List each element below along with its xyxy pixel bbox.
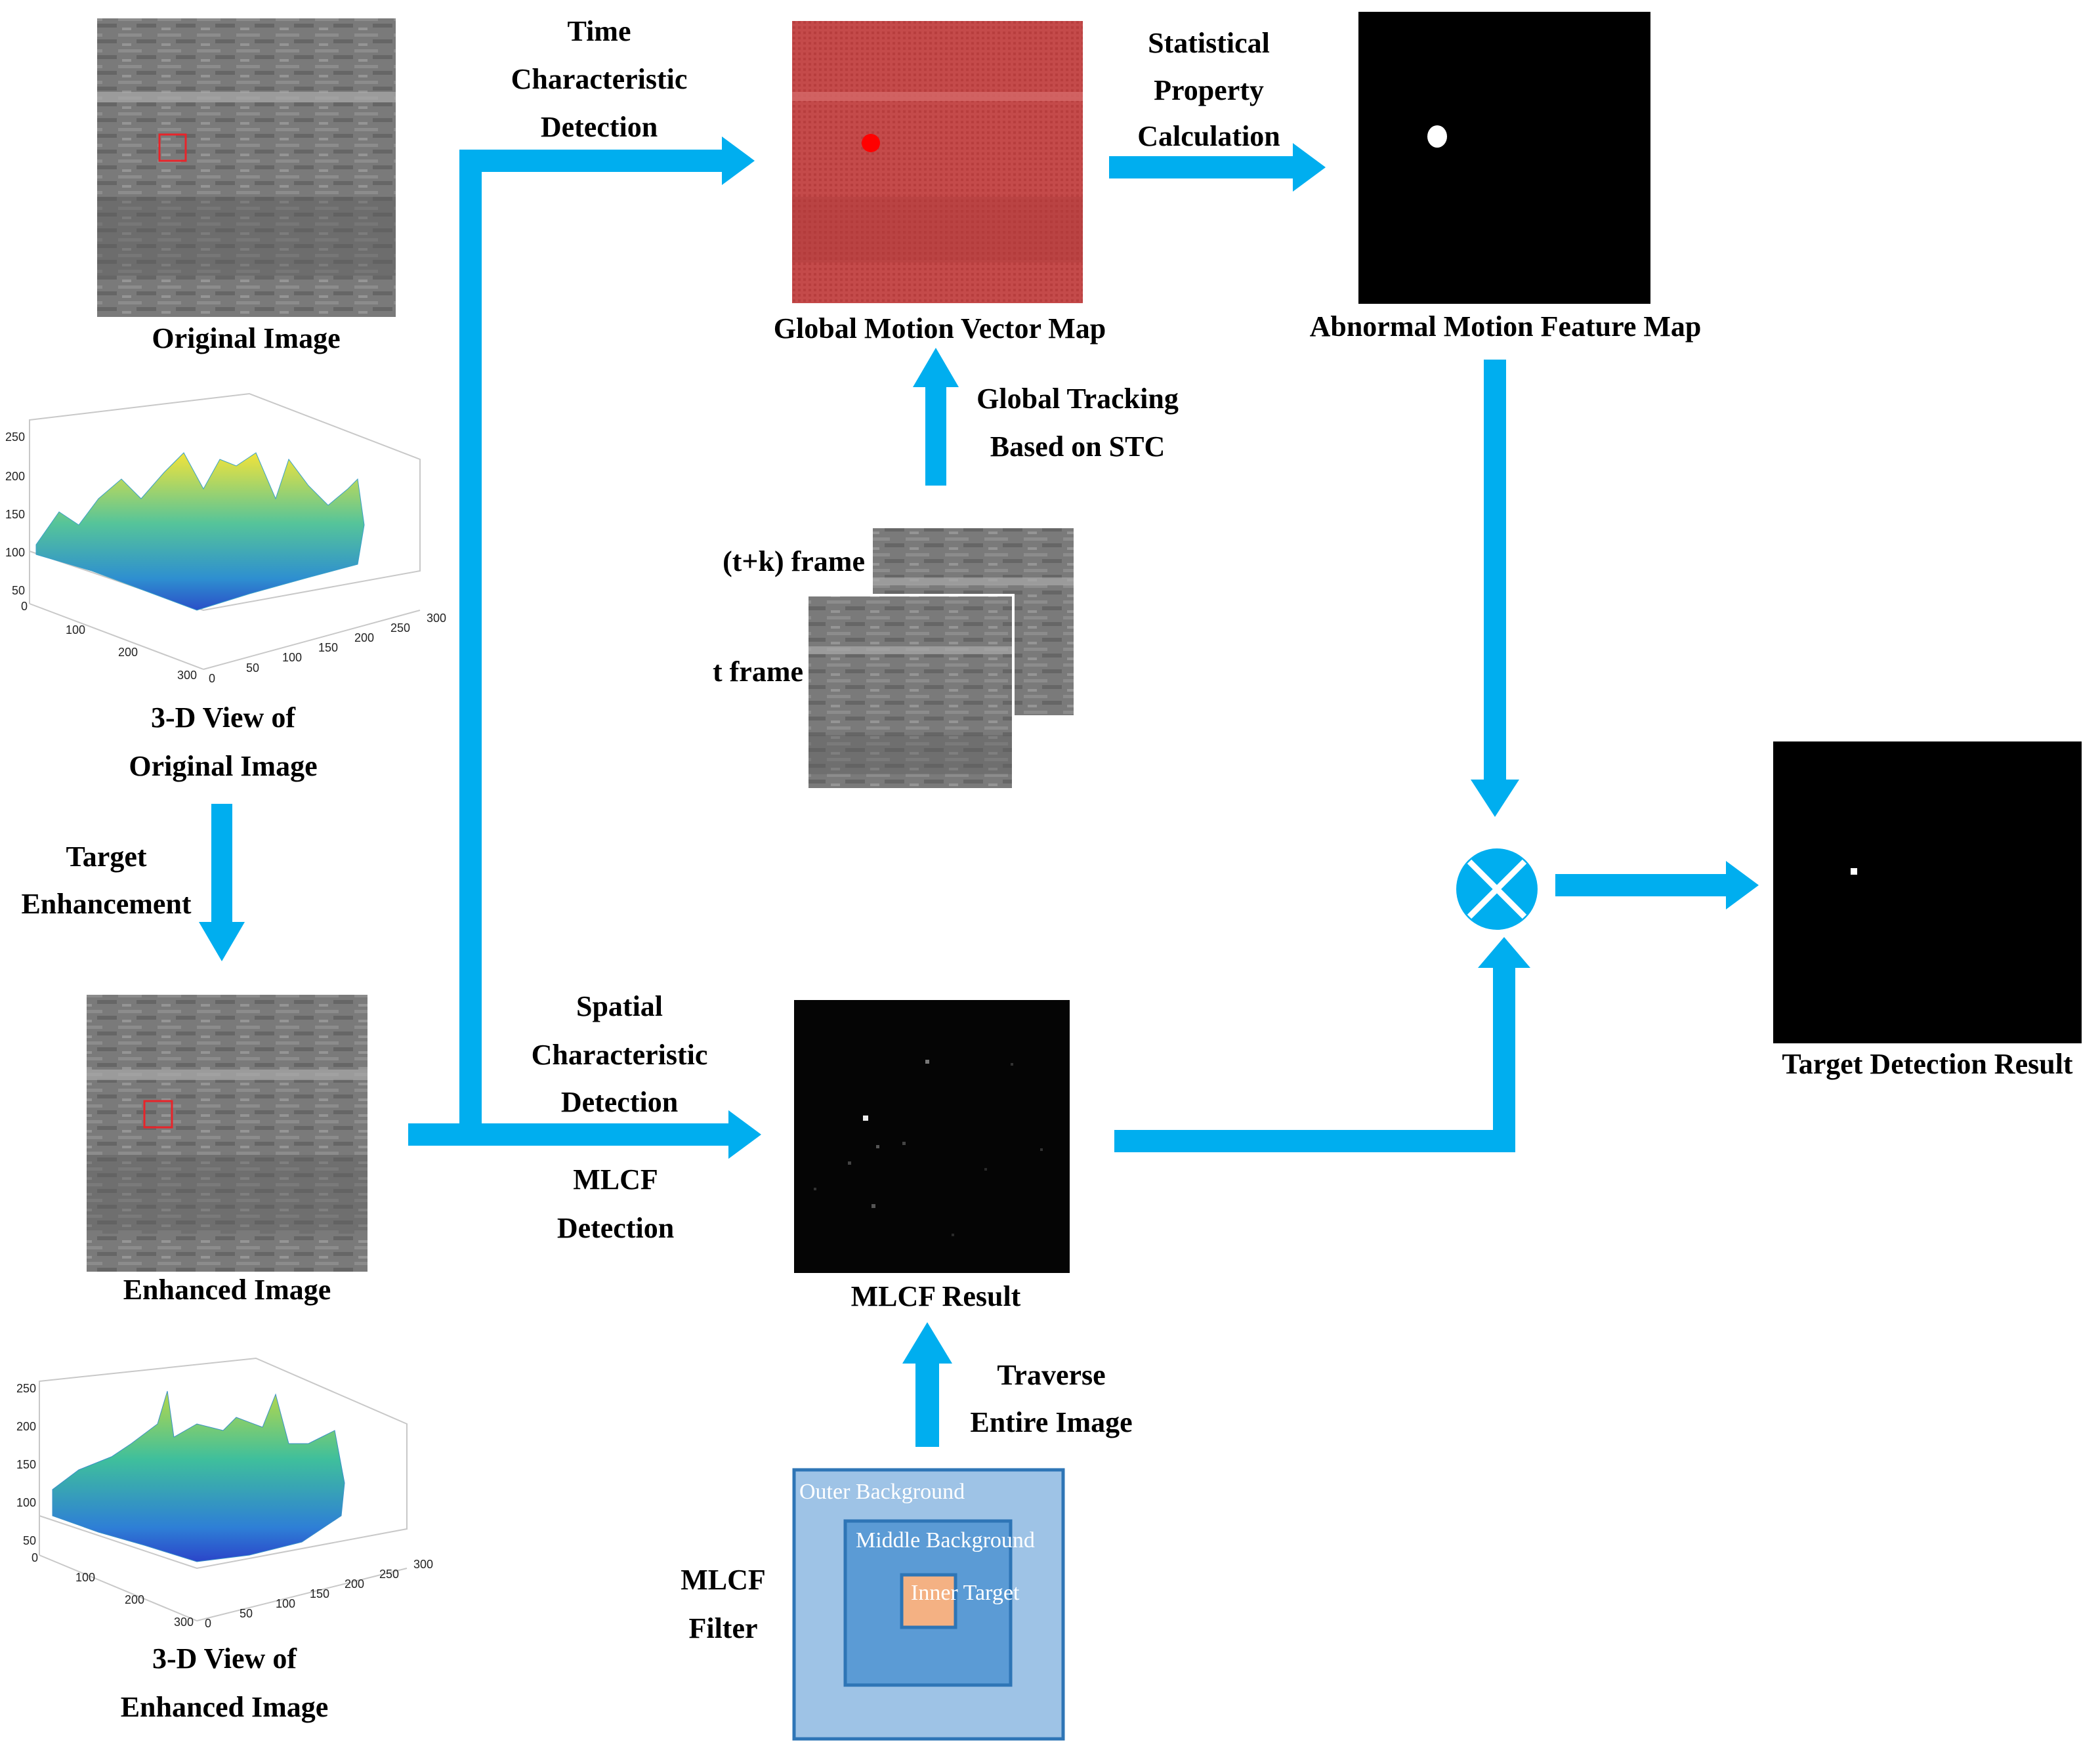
y-axis-ticks: 0 50 100 150 200 250 300	[209, 612, 446, 685]
statistical-calc-label-2: Property	[1154, 74, 1264, 106]
abnormal-blob	[1427, 125, 1447, 148]
filter-inner-target	[900, 1573, 957, 1629]
target-enhancement-label-1: Target	[66, 841, 146, 873]
mlcf-filter-label-1: MLCF	[681, 1564, 766, 1596]
svg-text:300: 300	[413, 1558, 433, 1571]
surface-plot-original: 250 200 150 100 50 0 100 200 300 0 50 10…	[5, 392, 446, 685]
svg-text:200: 200	[5, 470, 25, 483]
x-axis-ticks: 0 100 200 300	[21, 600, 197, 682]
svg-text:300: 300	[427, 612, 446, 625]
motion-target-dot	[862, 134, 880, 152]
svg-text:100: 100	[66, 623, 85, 636]
spatial-detection-label-1: Spatial	[576, 990, 663, 1022]
view3d-enhanced-label-2: Enhanced Image	[121, 1691, 329, 1723]
time-detection-label-2: Characteristic	[511, 63, 688, 95]
svg-text:0: 0	[209, 672, 215, 685]
arrow-global-tracking	[913, 348, 959, 486]
svg-text:200: 200	[354, 631, 374, 644]
target-box	[143, 1100, 173, 1129]
svg-text:50: 50	[12, 584, 25, 597]
svg-text:0: 0	[21, 600, 28, 613]
target-box	[158, 133, 187, 162]
time-detection-label-1: Time	[568, 15, 631, 47]
svg-text:100: 100	[282, 651, 302, 664]
traverse-label-1: Traverse	[997, 1359, 1105, 1391]
svg-text:100: 100	[276, 1597, 295, 1610]
svg-text:200: 200	[125, 1593, 144, 1606]
target-enhancement-label-2: Enhancement	[21, 888, 191, 920]
spatial-detection-label-2: Characteristic	[532, 1039, 708, 1071]
multiply-node	[1456, 848, 1538, 930]
svg-text:0: 0	[205, 1617, 211, 1630]
global-tracking-label-2: Based on STC	[990, 430, 1166, 463]
surface-plot-enhanced: 250 200 150 100 50 0 100 200 300 0 50 10…	[16, 1357, 433, 1630]
filter-outer-label: Outer Background	[799, 1480, 965, 1504]
arrow-traverse	[902, 1322, 952, 1447]
detected-target	[1851, 868, 1857, 875]
mlcf-result-label: MLCF Result	[851, 1280, 1021, 1312]
target-result-label: Target Detection Result	[1782, 1048, 2073, 1080]
frame-t	[806, 594, 1015, 791]
enhanced-image-label: Enhanced Image	[123, 1274, 331, 1306]
filter-middle-label: Middle Background	[856, 1528, 1035, 1553]
svg-text:150: 150	[318, 641, 338, 654]
view3d-original-label-2: Original Image	[129, 750, 317, 782]
mlcf-detection-label-1: MLCF	[573, 1163, 658, 1196]
svg-text:100: 100	[5, 546, 25, 559]
z-axis-ticks: 250 200 150 100 50	[5, 430, 25, 597]
mlcf-filter-diagram: Outer Background Middle Background Inner…	[792, 1468, 1065, 1741]
svg-text:200: 200	[118, 646, 138, 659]
statistical-calc-label-3: Calculation	[1137, 120, 1280, 152]
mlcf-detection-label-2: Detection	[557, 1212, 674, 1244]
svg-text:0: 0	[32, 1551, 38, 1564]
filter-inner-label: Inner Target	[911, 1581, 1020, 1605]
arrow-mlcf-to-multiply	[1114, 937, 1530, 1152]
svg-text:100: 100	[75, 1571, 95, 1584]
global-motion-vector-map	[792, 21, 1083, 303]
svg-text:200: 200	[345, 1577, 364, 1591]
mlcf-result-image	[794, 1000, 1070, 1273]
target-detection-result-image	[1773, 741, 2082, 1043]
svg-text:250: 250	[5, 430, 25, 444]
svg-text:100: 100	[16, 1496, 36, 1509]
original-image-label: Original Image	[152, 322, 340, 354]
arrow-abnormal-down	[1471, 360, 1519, 817]
svg-text:50: 50	[23, 1534, 36, 1547]
abnormal-map-label: Abnormal Motion Feature Map	[1310, 310, 1702, 343]
y-axis-ticks: 0 50 100 150 200 250 300	[205, 1558, 433, 1630]
time-detection-label-3: Detection	[541, 111, 658, 143]
svg-text:300: 300	[177, 669, 197, 682]
arrow-to-result	[1555, 861, 1759, 909]
traverse-label-2: Entire Image	[970, 1406, 1132, 1438]
svg-text:50: 50	[246, 661, 259, 675]
svg-text:250: 250	[16, 1382, 36, 1395]
original-image	[97, 18, 396, 317]
z-axis-ticks: 250 200 150 100 50	[16, 1382, 36, 1547]
arrow-time-detection	[459, 136, 755, 1146]
global-tracking-label-1: Global Tracking	[976, 383, 1179, 415]
global-motion-map-label: Global Motion Vector Map	[774, 312, 1106, 344]
svg-text:250: 250	[390, 621, 410, 635]
arrow-target-enhancement	[199, 804, 245, 961]
view3d-original-label-1: 3-D View of	[151, 701, 296, 734]
mlcf-filter-label-2: Filter	[688, 1612, 757, 1644]
connectors	[199, 136, 1759, 1447]
x-axis-ticks: 0 100 200 300	[32, 1551, 194, 1629]
arrow-statistical-calc	[1109, 143, 1326, 192]
svg-text:150: 150	[16, 1458, 36, 1471]
svg-text:50: 50	[240, 1607, 253, 1620]
t-frame-label: t frame	[713, 656, 803, 688]
svg-text:250: 250	[379, 1568, 399, 1581]
enhanced-image	[87, 995, 368, 1272]
svg-text:300: 300	[174, 1616, 194, 1629]
tk-frame-label: (t+k) frame	[723, 545, 865, 577]
svg-text:150: 150	[5, 508, 25, 521]
view3d-enhanced-label-1: 3-D View of	[152, 1642, 297, 1675]
abnormal-motion-feature-map	[1358, 12, 1650, 304]
svg-text:200: 200	[16, 1420, 36, 1433]
statistical-calc-label-1: Statistical	[1148, 27, 1270, 59]
spatial-detection-label-3: Detection	[561, 1086, 678, 1118]
svg-text:150: 150	[310, 1587, 329, 1600]
